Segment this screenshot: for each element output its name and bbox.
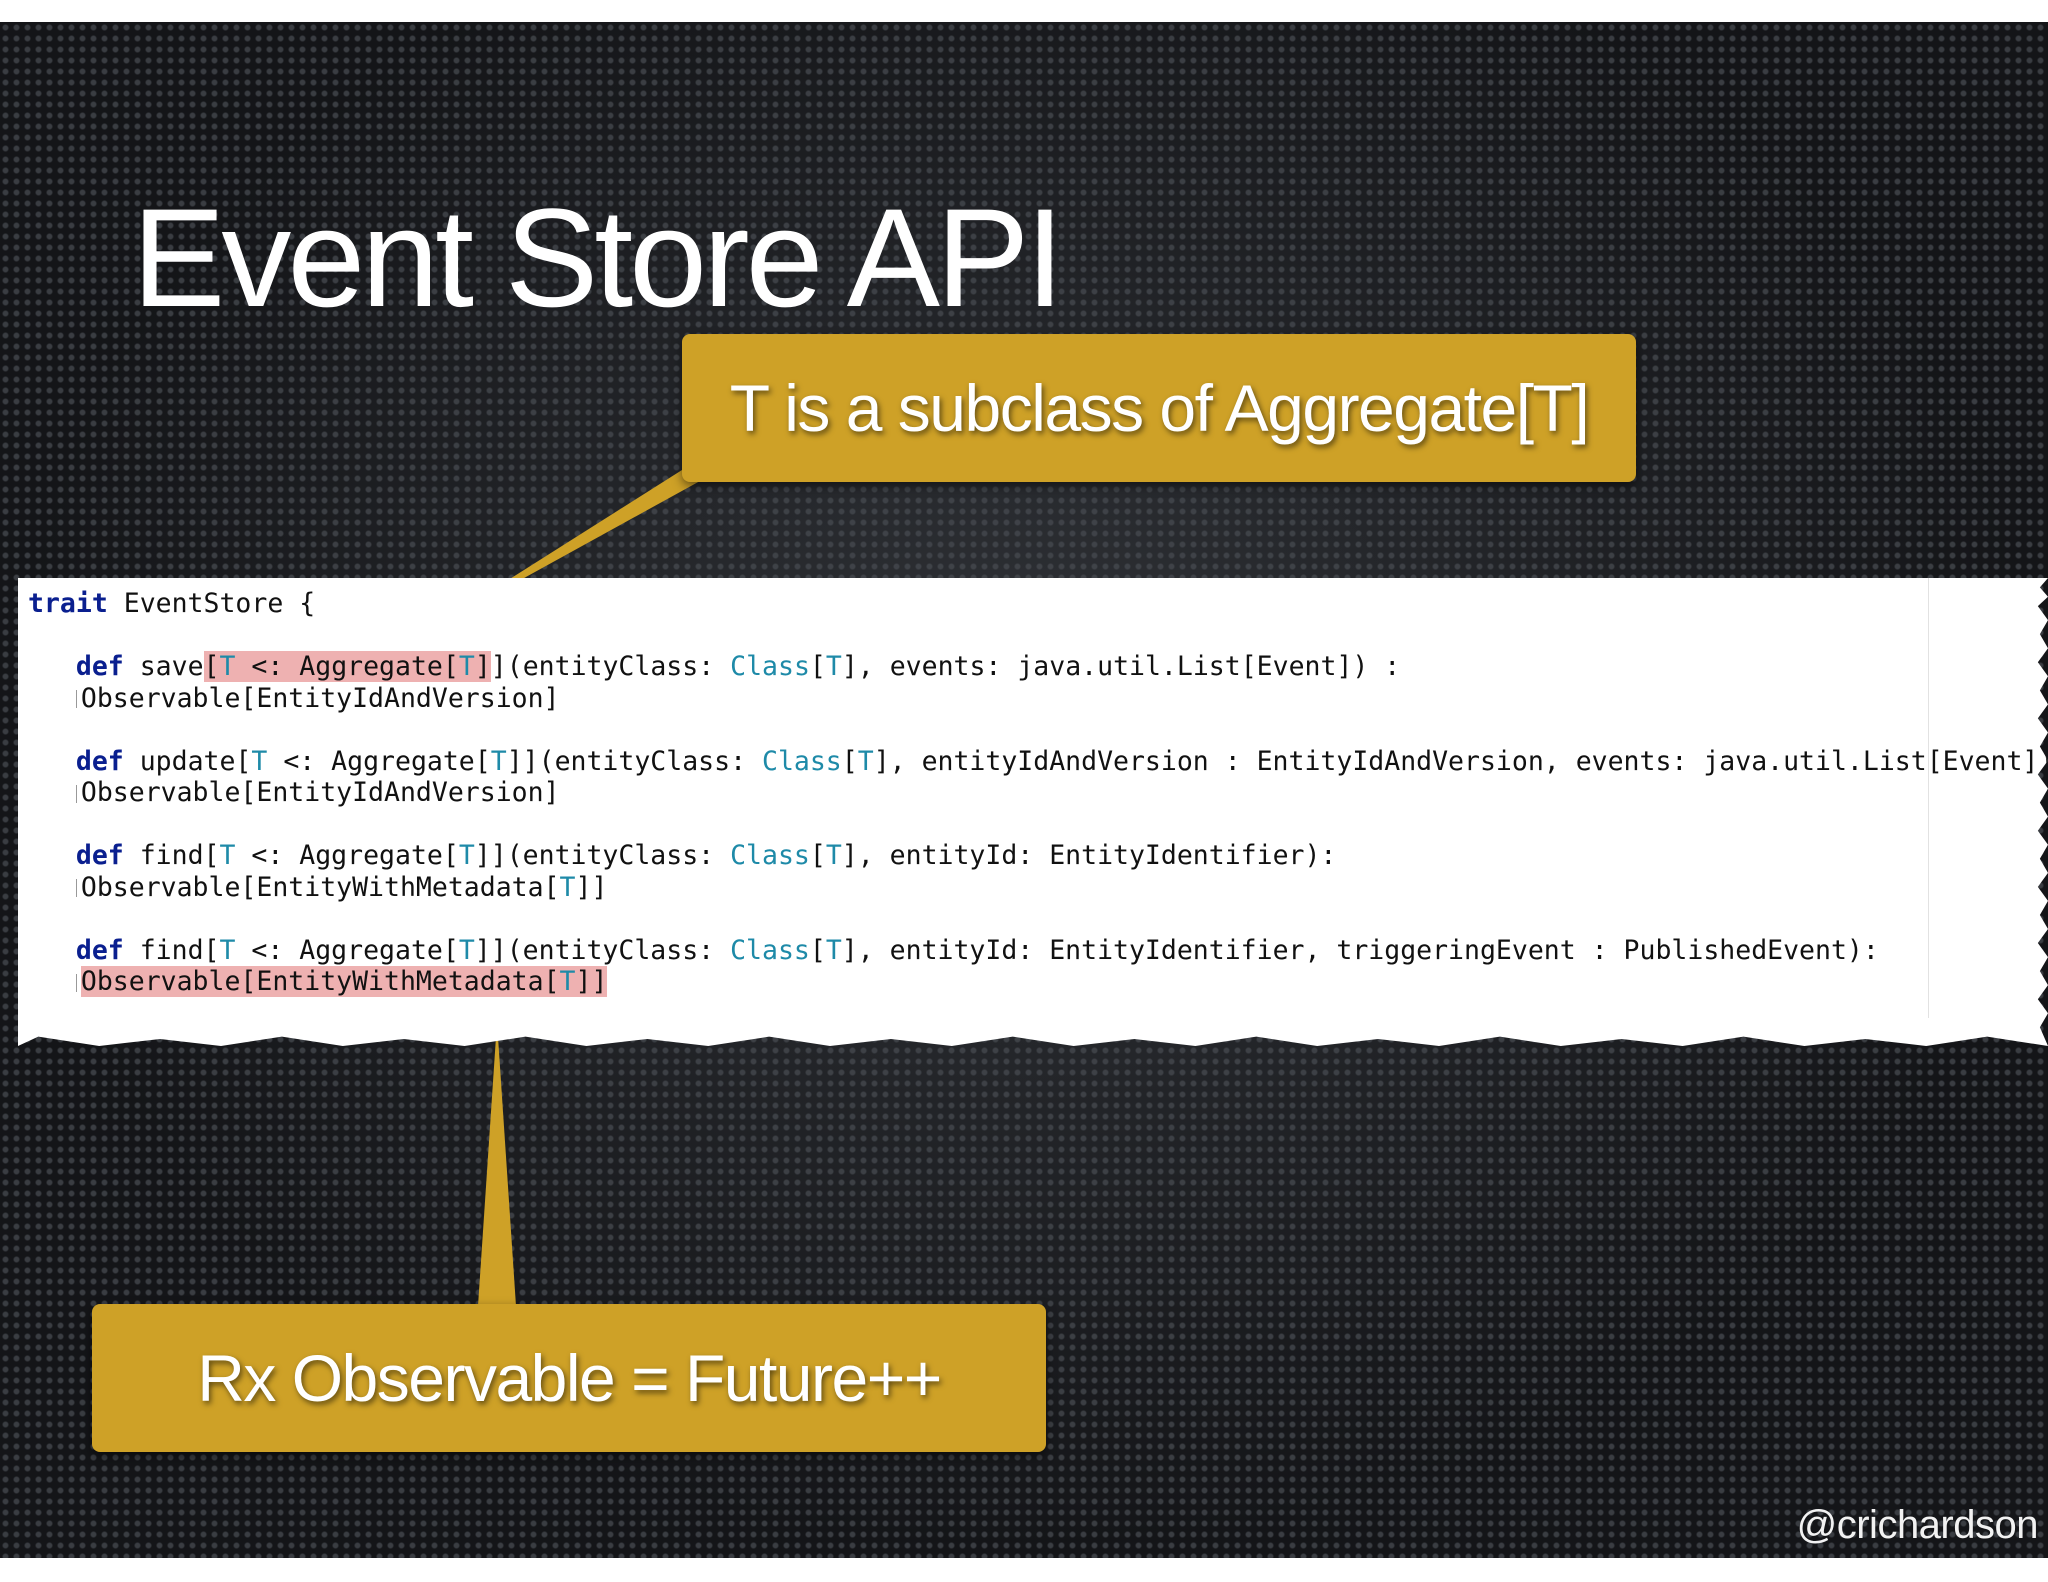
type-param: T [559,966,576,997]
type-param: T [825,840,842,871]
callout-rx-observable: Rx Observable = Future++ [92,1304,1046,1452]
code-token: [ [841,745,858,777]
keyword-def: def [75,745,124,777]
code-token: <: Aggregate[ [267,745,491,777]
code-token: (entityClass: [506,651,731,682]
code-token: <: Aggregate[ [235,651,459,682]
code-token: <: Aggregate[ [235,840,459,871]
type-param: T [219,840,236,871]
code-line-update-return: Observable[EntityIdAndVersion] [28,777,2048,809]
type-class: Class [730,651,810,682]
fold-guide [75,879,81,897]
author-handle: @crichardson [1796,1503,2039,1547]
code-token: [ [809,840,826,871]
code-token: ] [474,651,491,682]
code-token: [ [809,934,826,966]
code-token: Observable[EntityIdAndVersion] [80,777,560,808]
code-token: Observable[EntityWithMetadata[ [80,966,560,997]
type-param: T [559,871,576,903]
fold-guide [75,973,81,992]
trait-name: EventStore { [107,588,316,619]
code-token: ]](entityClass: [506,745,762,777]
type-param: T [825,934,842,966]
type-param: T [825,651,842,682]
slide: Event Store API trait EventStore { def s… [0,22,2048,1558]
keyword-def: def [75,840,124,871]
code-token: ], entityIdAndVersion : EntityIdAndVersi… [873,745,2048,777]
editor-margin-line [1928,578,1929,1018]
code-token: ] [490,651,507,682]
code-line-save-return: Observable[EntityIdAndVersion] [28,683,2048,715]
code-line-blank [28,903,2048,935]
type-param: T [458,934,475,966]
slide-title: Event Store API [132,179,1064,336]
code-line-find2: def find[T <: Aggregate[T]](entityClass:… [28,935,2048,967]
code-token: Observable[EntityWithMetadata[ [80,871,560,903]
code-token: [ [809,651,826,682]
code-token: ]](entityClass: [474,840,731,871]
keyword-trait: trait [28,588,108,619]
code-line-update: def update[T <: Aggregate[T]](entityClas… [28,746,2048,778]
keyword-def: def [75,651,124,682]
code-token: ]] [575,966,608,997]
code-line-find1-return: Observable[EntityWithMetadata[T]] [28,872,2048,904]
highlight-observable-return: Observable[EntityWithMetadata[T]] [80,966,608,997]
type-param: T [251,745,268,777]
type-param: T [219,934,236,966]
fold-guide [75,690,81,708]
code-token: [ [203,651,220,682]
code-token: Observable[EntityIdAndVersion] [80,682,560,714]
code-token: <: Aggregate[ [235,934,459,966]
type-param: T [219,651,236,682]
code-line-find1: def find[T <: Aggregate[T]](entityClass:… [28,840,2048,872]
code-token: ], entityId: EntityIdentifier): [841,840,1337,871]
code-line-blank [28,714,2048,746]
type-class: Class [730,934,810,966]
type-param: T [458,840,475,871]
method-name-find: find[ [123,840,220,871]
code-token: ], events: java.util.List[Event]) : [841,651,1401,682]
highlight-type-bound: [T <: Aggregate[T] [203,651,491,682]
code-line-blank [28,620,2048,652]
code-line-blank [28,809,2048,841]
code-line-save: def save[T <: Aggregate[T]](entityClass:… [28,651,2048,683]
code-snippet-panel: trait EventStore { def save[T <: Aggrega… [18,578,2048,1046]
code-line-find2-return: Observable[EntityWithMetadata[T]] [28,966,2048,998]
type-class: Class [730,840,810,871]
code-token: ], entityId: EntityIdentifier, triggerin… [841,934,1879,966]
fold-guide [75,784,81,803]
method-name-save: save [123,651,204,682]
code-block: trait EventStore { def save[T <: Aggrega… [28,588,2048,998]
type-class: Class [761,745,842,777]
bottom-callout-pointer [478,1022,516,1306]
keyword-def: def [75,934,124,966]
method-name-update: update[ [123,745,252,777]
method-name-find: find[ [123,934,220,966]
type-param: T [490,745,507,777]
type-param: T [458,651,475,682]
code-line-trait: trait EventStore { [28,588,2048,620]
callout-type-bound: T is a subclass of Aggregate[T] [682,334,1636,482]
code-token: ]] [575,871,608,903]
code-token: ]](entityClass: [474,934,731,966]
type-param: T [857,745,874,777]
